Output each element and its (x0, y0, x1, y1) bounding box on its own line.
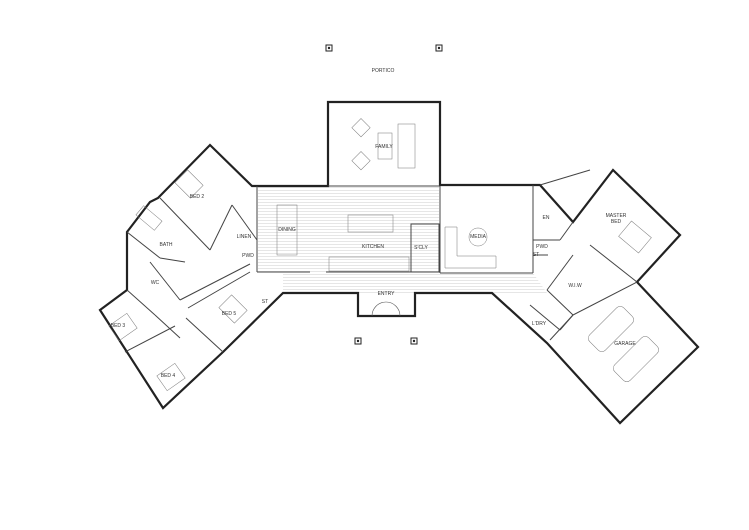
room-label-kitchen: KITCHEN (362, 244, 384, 250)
room-label-garage: GARAGE (614, 341, 636, 347)
interior-walls (124, 169, 638, 353)
exterior-walls (98, 100, 700, 425)
room-label-bed2: BED 2 (190, 194, 205, 200)
room-label-bed5: BED 5 (222, 311, 237, 317)
room-label-master-bed: BED (611, 219, 622, 225)
entry-door[interactable] (371, 301, 401, 317)
room-label-portico: PORTICO (372, 68, 395, 74)
portico-columns (325, 44, 443, 345)
room-label-bed3: BED 3 (111, 323, 126, 329)
room-label-media: MEDIA (470, 234, 487, 240)
room-label-dining: DINING (278, 227, 296, 233)
room-label-scullery: S'CLY (414, 245, 428, 251)
room-label-st-left: ST (262, 299, 268, 305)
room-label-linen: LINEN (237, 234, 252, 240)
room-label-pwd-right: PWD (536, 244, 548, 250)
room-label-entry: ENTRY (378, 291, 396, 297)
furniture (108, 118, 659, 392)
room-label-laundry: L'DRY (532, 321, 547, 327)
room-label-ensuite: EN (543, 215, 550, 221)
room-label-wiw: W.I.W (568, 283, 582, 289)
room-label-st-right: ST (533, 252, 539, 258)
room-label-master: MASTER (606, 213, 627, 219)
room-label-family: FAMILY (375, 144, 393, 150)
room-label-wc: WC (151, 280, 160, 286)
room-label-bath: BATH (160, 242, 173, 248)
room-label-bed4: BED 4 (161, 373, 176, 379)
room-label-pwd-left: PWD (242, 253, 254, 259)
hallway-floor (283, 273, 547, 293)
